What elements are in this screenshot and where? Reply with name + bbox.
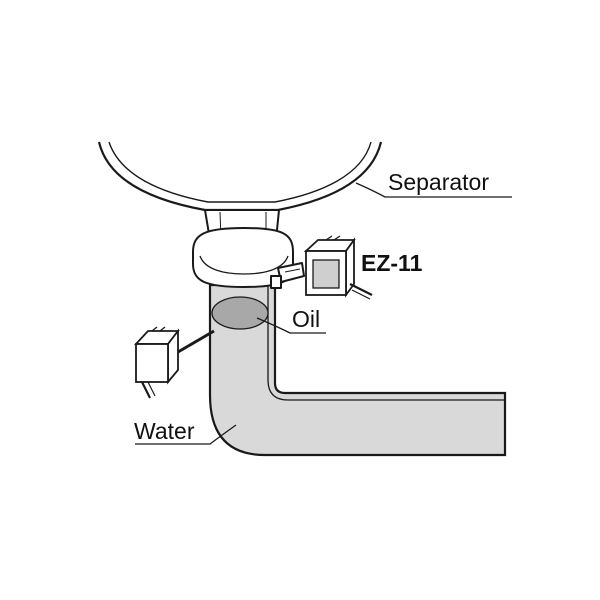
separator-bowl bbox=[97, 141, 383, 212]
upper-sensor bbox=[303, 235, 373, 300]
sensor-model-label: EZ-11 bbox=[361, 250, 423, 276]
pipe bbox=[208, 283, 507, 457]
leader-oil bbox=[256, 317, 326, 334]
leader-separator bbox=[355, 182, 512, 198]
separator-label: Separator bbox=[388, 169, 489, 195]
clamp-ring bbox=[192, 227, 305, 289]
lower-sensor bbox=[133, 326, 215, 399]
water-label: Water bbox=[134, 418, 195, 444]
oil-layer bbox=[211, 296, 269, 330]
photoelectric-sensor-icon bbox=[303, 235, 356, 298]
leader-water bbox=[135, 424, 237, 445]
photoelectric-sensor-icon bbox=[133, 326, 180, 385]
leader-lines bbox=[135, 182, 512, 445]
oil-label: Oil bbox=[292, 306, 320, 332]
